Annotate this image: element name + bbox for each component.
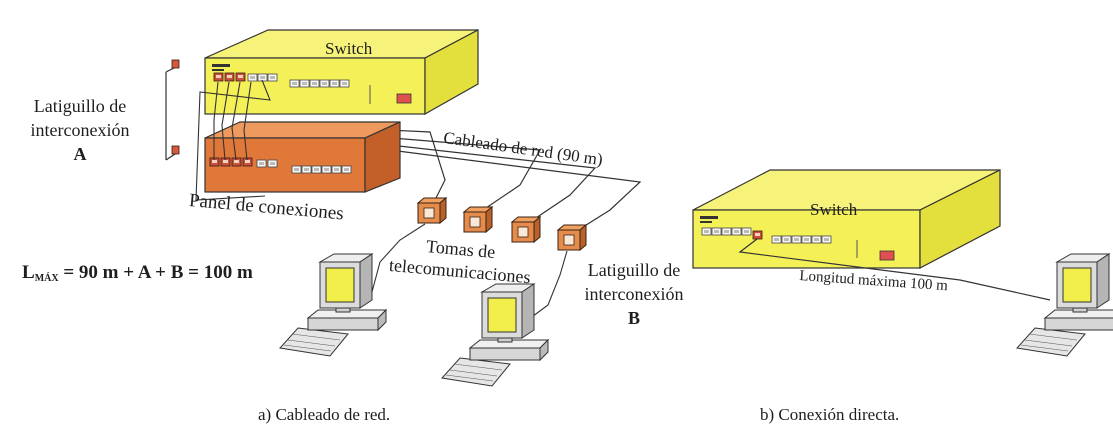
switch-b — [692, 169, 1001, 269]
computer-a-right — [441, 283, 549, 387]
switch-b-label: Switch — [810, 200, 858, 219]
patch-cord-a-line2: interconexión — [30, 120, 130, 140]
direct-connection-cable — [738, 238, 1051, 301]
patch-cord-a-sample — [165, 59, 180, 161]
formula-rest: = 90 m + A + B = 100 m — [58, 262, 253, 283]
patch-panel — [204, 121, 401, 193]
patch-cords-a — [195, 79, 271, 201]
patch-cord-b-letter: B — [627, 308, 640, 328]
max-length-formula: LMÁX = 90 m + A + B = 100 m — [22, 262, 253, 284]
computer-a-left — [279, 253, 387, 357]
formula-main: L — [22, 262, 35, 283]
network-cables — [261, 123, 642, 233]
switch-a-label: Switch — [325, 39, 373, 58]
patch-cord-a-line1: Latiguillo de — [33, 96, 127, 116]
computer-b — [1016, 253, 1113, 357]
switch-a — [204, 29, 479, 116]
patch-cord-b-line2: interconexión — [584, 284, 684, 304]
patch-cords-b — [371, 223, 568, 323]
patch-cord-b-line1: Latiguillo de — [587, 260, 681, 280]
formula-sub: MÁX — [34, 273, 59, 284]
patch-cord-b-label: Latiguillo de interconexión B — [566, 258, 702, 330]
patch-cord-a-label: Latiguillo de interconexión A — [12, 94, 148, 166]
caption-b: b) Conexión directa. — [760, 405, 900, 424]
patch-cord-a-letter: A — [73, 144, 87, 164]
caption-a: a) Cableado de red. — [258, 405, 391, 424]
